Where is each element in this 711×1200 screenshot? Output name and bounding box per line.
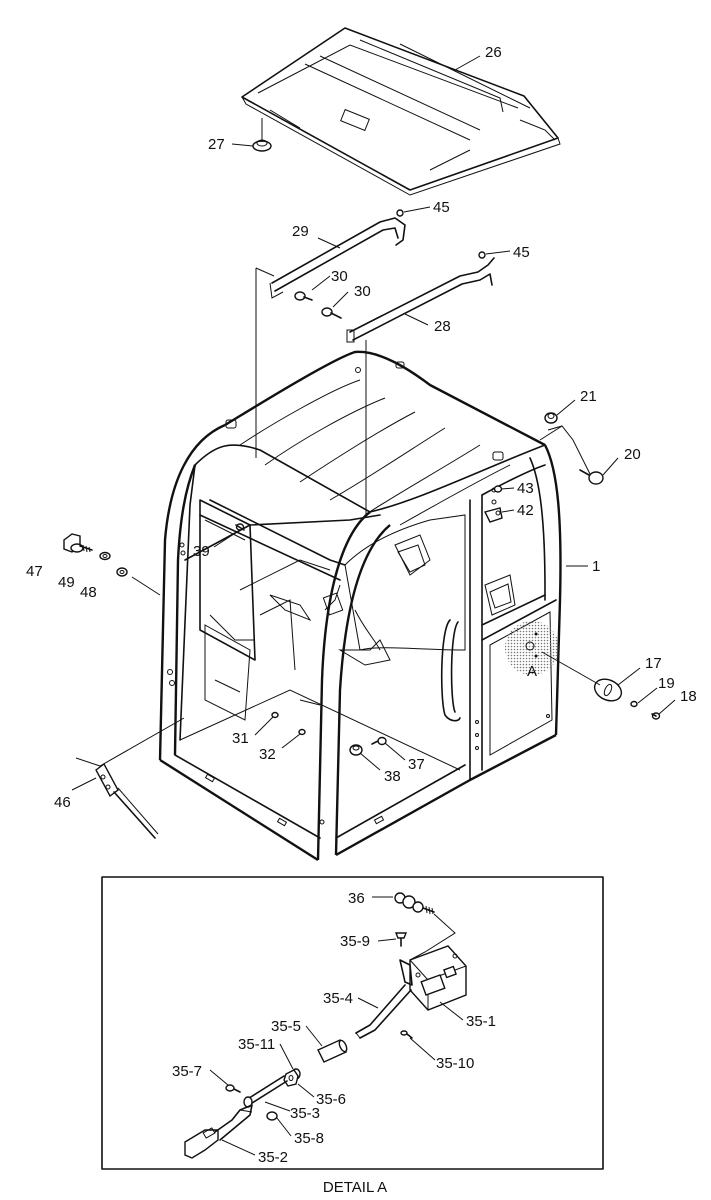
label-26: 26 bbox=[485, 44, 502, 61]
support-bar-28 bbox=[346, 251, 495, 343]
lock-body-35-1 bbox=[399, 945, 467, 1011]
label-35-8: 35-8 bbox=[294, 1130, 324, 1147]
washer-49 bbox=[99, 551, 111, 561]
screw-18 bbox=[651, 712, 661, 720]
label-35-10: 35-10 bbox=[436, 1055, 474, 1072]
label-detail-a-ref: A bbox=[527, 663, 537, 680]
label-47: 47 bbox=[26, 563, 43, 580]
label-28: 28 bbox=[434, 318, 451, 335]
bolt-37 bbox=[371, 736, 387, 746]
label-38: 38 bbox=[384, 768, 401, 785]
label-31: 31 bbox=[232, 730, 249, 747]
bolt-47 bbox=[63, 533, 93, 553]
label-36: 36 bbox=[348, 890, 365, 907]
roof-panel bbox=[241, 27, 561, 196]
label-35-9: 35-9 bbox=[340, 933, 370, 950]
rod-35-4 bbox=[355, 984, 412, 1039]
bolt-30-upper bbox=[294, 291, 313, 301]
roof-mount-27 bbox=[252, 118, 272, 152]
bolt-20 bbox=[579, 469, 604, 485]
label-1: 1 bbox=[592, 558, 600, 575]
washer-35-8 bbox=[266, 1111, 278, 1121]
bolt-36 bbox=[394, 892, 435, 915]
label-35-4: 35-4 bbox=[323, 990, 353, 1007]
label-29: 29 bbox=[292, 223, 309, 240]
label-35-6: 35-6 bbox=[316, 1091, 346, 1108]
bolt-43 bbox=[493, 485, 503, 493]
cab-frame bbox=[158, 350, 562, 862]
leader-lines bbox=[71, 55, 676, 791]
bracket-46 bbox=[95, 762, 159, 839]
label-35-11: 35-11 bbox=[238, 1036, 275, 1053]
label-35-5: 35-5 bbox=[271, 1018, 301, 1035]
label-30b: 30 bbox=[354, 283, 371, 300]
bolt-30-lower bbox=[321, 307, 342, 319]
latch-42 bbox=[483, 507, 503, 523]
washer-48 bbox=[116, 567, 128, 577]
pin-35-10 bbox=[400, 1030, 413, 1039]
projection-lines bbox=[255, 267, 367, 515]
label-42: 42 bbox=[517, 502, 534, 519]
label-32: 32 bbox=[259, 746, 276, 763]
pin-35-7 bbox=[225, 1084, 241, 1093]
label-35-3: 35-3 bbox=[290, 1105, 320, 1122]
detail-a-box: 36 35-9 35-4 35-1 35-5 35-11 35-10 35-7 … bbox=[101, 876, 604, 1170]
label-19: 19 bbox=[658, 675, 675, 692]
screw-35-9 bbox=[394, 932, 408, 947]
bolt-32 bbox=[298, 728, 306, 736]
label-35-7: 35-7 bbox=[172, 1063, 202, 1080]
support-bar-29 bbox=[269, 209, 406, 299]
label-45b: 45 bbox=[513, 244, 530, 261]
label-49: 49 bbox=[58, 574, 75, 591]
label-48: 48 bbox=[80, 584, 97, 601]
detail-a-caption: DETAIL A bbox=[323, 1179, 387, 1196]
label-20: 20 bbox=[624, 446, 641, 463]
washer-19 bbox=[630, 700, 638, 708]
mount-38 bbox=[349, 744, 363, 756]
label-27: 27 bbox=[208, 136, 225, 153]
nut-35-6 bbox=[283, 1069, 299, 1087]
label-21: 21 bbox=[580, 388, 597, 405]
label-43: 43 bbox=[517, 480, 534, 497]
label-39: 39 bbox=[193, 543, 210, 560]
bolt-31 bbox=[271, 711, 279, 719]
label-30a: 30 bbox=[331, 268, 348, 285]
handle-35-2 bbox=[184, 1104, 253, 1159]
label-35-1: 35-1 bbox=[466, 1013, 496, 1030]
label-35-2: 35-2 bbox=[258, 1149, 288, 1166]
label-17: 17 bbox=[645, 655, 662, 672]
detail-a-marker bbox=[505, 621, 559, 675]
label-18: 18 bbox=[680, 688, 697, 705]
cover-plate-17 bbox=[593, 678, 623, 702]
label-37: 37 bbox=[408, 756, 425, 773]
label-46: 46 bbox=[54, 794, 71, 811]
sleeve-35-5 bbox=[317, 1039, 348, 1063]
label-45a: 45 bbox=[433, 199, 450, 216]
part-labels: 26 27 45 29 45 30 30 28 21 20 43 42 1 39… bbox=[26, 44, 697, 811]
nut-21 bbox=[544, 412, 558, 424]
bolt-39 bbox=[235, 523, 245, 531]
